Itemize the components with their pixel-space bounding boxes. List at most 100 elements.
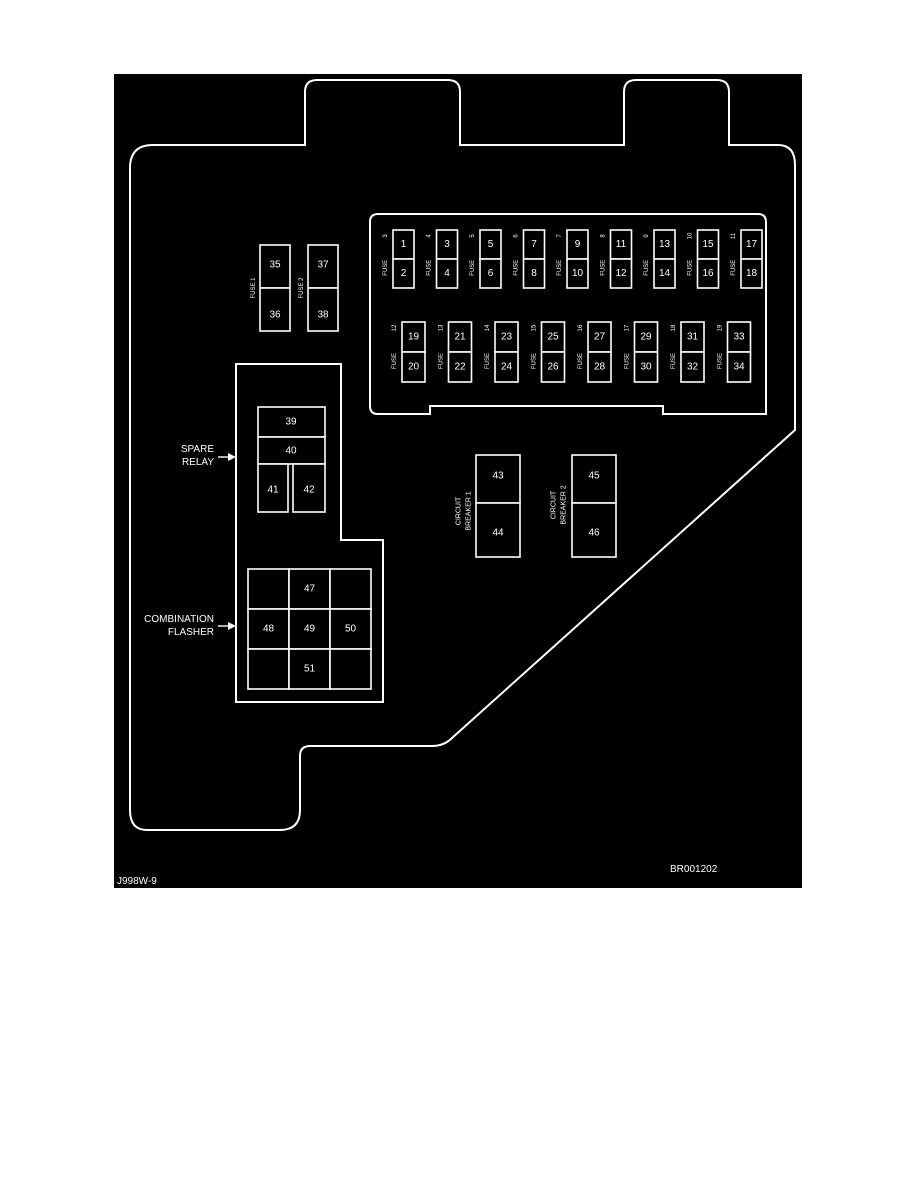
fuse-bottom-cell bbox=[435, 258, 459, 289]
fuse-bottom-number: 8 bbox=[531, 268, 537, 279]
fuse-row-1: 123FUSE344FUSE565FUSE786FUSE9107FUSE1112… bbox=[383, 229, 763, 289]
fuse-position-number: 16 bbox=[578, 324, 584, 331]
fuse-position-number: 9 bbox=[644, 234, 650, 238]
fuse-bottom-number: 12 bbox=[615, 268, 627, 279]
fuse-bottom-number: 20 bbox=[408, 362, 420, 373]
fuse-position-number: 17 bbox=[625, 324, 631, 331]
fuse-label: FUSE bbox=[644, 260, 650, 276]
fuse-position-number: 6 bbox=[514, 234, 520, 238]
fuse-top-number: 7 bbox=[531, 239, 537, 250]
fuse-unit-bottom-cell bbox=[307, 287, 339, 332]
flasher-grid-cell bbox=[288, 568, 331, 610]
relay-module-outline bbox=[235, 363, 384, 703]
fuse-bottom-cell bbox=[479, 258, 502, 289]
fuse-label: FUSE bbox=[671, 353, 677, 369]
fuse-label: FUSE bbox=[392, 353, 398, 369]
fuse-bottom-cell bbox=[726, 351, 752, 383]
fuse-top-number: 25 bbox=[547, 332, 559, 343]
fuse-bottom-number: 24 bbox=[501, 362, 513, 373]
fuse-position-number: 11 bbox=[731, 232, 737, 239]
fuse-bottom-cell bbox=[447, 351, 473, 383]
fuse-label: FUSE bbox=[383, 260, 389, 276]
fuse-label: FUSE bbox=[439, 353, 445, 369]
svg-text:CIRCUIT: CIRCUIT bbox=[456, 496, 463, 525]
fuse-position-number: 14 bbox=[485, 324, 491, 331]
fuse-label: FUSE bbox=[557, 260, 563, 276]
fuse-bottom-cell bbox=[633, 351, 659, 383]
fuse-bottom-number: 10 bbox=[572, 268, 584, 279]
flasher-number-47: 47 bbox=[304, 584, 316, 595]
fuse-top-number: 19 bbox=[408, 332, 420, 343]
fuse-position-number: 8 bbox=[601, 234, 607, 238]
fuse-position-number: 15 bbox=[532, 324, 538, 331]
fuse-position-number: 19 bbox=[718, 324, 724, 331]
breaker-bottom-number: 44 bbox=[492, 528, 504, 539]
fuse-top-number: 1 bbox=[401, 239, 407, 250]
fuse-bottom-cell bbox=[587, 351, 612, 383]
breaker-top-number: 45 bbox=[588, 471, 600, 482]
fuse-bottom-cell bbox=[696, 258, 720, 289]
fuse-top-number: 29 bbox=[640, 332, 652, 343]
fuse-unit-bottom-cell bbox=[259, 287, 291, 332]
figure-code-right: BR001202 bbox=[670, 864, 718, 875]
fuse-bottom-cell bbox=[401, 351, 426, 383]
fuse-unit-bottom-number: 38 bbox=[317, 310, 329, 321]
relay-cell-42 bbox=[292, 463, 326, 513]
fuse-position-number: 12 bbox=[392, 324, 398, 331]
fuse-top-number: 33 bbox=[733, 332, 745, 343]
fuse-bottom-number: 32 bbox=[687, 362, 699, 373]
fuse-bottom-number: 34 bbox=[733, 362, 745, 373]
fuse-label: FUSE bbox=[470, 260, 476, 276]
svg-text:BREAKER 1: BREAKER 1 bbox=[466, 491, 473, 530]
fuse-top-number: 31 bbox=[687, 332, 699, 343]
fuse-top-number: 9 bbox=[575, 239, 581, 250]
flasher-number-49: 49 bbox=[304, 624, 316, 635]
fuse-bottom-cell bbox=[494, 351, 519, 383]
fuse-label: FUSE bbox=[427, 260, 433, 276]
breaker-top-cell bbox=[475, 454, 521, 504]
fuse-bottom-number: 22 bbox=[454, 362, 466, 373]
fuse-top-number: 23 bbox=[501, 332, 513, 343]
circuit-breaker-2-label: CIRCUIT BREAKER 2 bbox=[551, 485, 568, 524]
relay-number-42: 42 bbox=[303, 485, 315, 496]
figure-code-left: J998W-9 bbox=[117, 876, 157, 887]
fuse-unit-top-cell bbox=[307, 244, 339, 289]
relay-number-39: 39 bbox=[285, 417, 297, 428]
fuse-block-outline bbox=[369, 213, 767, 415]
fuse-unit-label: FUSE 1 bbox=[251, 277, 257, 299]
fuse-bottom-cell bbox=[740, 258, 763, 289]
fuse-position-number: 13 bbox=[439, 324, 445, 331]
fuse-bottom-cell bbox=[392, 258, 415, 289]
fuse-top-number: 21 bbox=[454, 332, 466, 343]
fuse-bottom-cell bbox=[566, 258, 589, 289]
flasher-grid-cell bbox=[329, 648, 372, 690]
fuse-bottom-number: 2 bbox=[401, 268, 407, 279]
circuit-breaker-1-label: CIRCUIT BREAKER 1 bbox=[456, 491, 473, 530]
breaker-bottom-cell bbox=[571, 502, 617, 558]
fuse-bottom-cell bbox=[540, 351, 566, 383]
fuse-unit-label: FUSE 2 bbox=[299, 277, 305, 299]
breaker-top-number: 43 bbox=[492, 471, 504, 482]
flasher-number-51: 51 bbox=[304, 664, 316, 675]
fuse-bottom-number: 30 bbox=[640, 362, 652, 373]
flasher-number-48: 48 bbox=[263, 624, 275, 635]
relay-number-40: 40 bbox=[285, 446, 297, 457]
fuse-unit-bottom-number: 36 bbox=[269, 310, 281, 321]
spare-relay-arrow-icon bbox=[218, 453, 236, 461]
diagram-background bbox=[114, 74, 802, 888]
spare-relay-label-line2: RELAY bbox=[182, 457, 214, 468]
combination-flasher-label-line1: COMBINATION bbox=[144, 614, 214, 625]
fuse-top-number: 27 bbox=[594, 332, 606, 343]
fuse-bottom-number: 28 bbox=[594, 362, 606, 373]
flasher-grid-cell bbox=[329, 608, 372, 650]
fuse-bottom-cell bbox=[609, 258, 633, 289]
relay-cell-40 bbox=[257, 436, 326, 465]
combination-flasher-arrow-icon bbox=[218, 622, 236, 630]
fuse-bottom-number: 6 bbox=[488, 268, 494, 279]
fuse-row-2: 192012FUSE212213FUSE232414FUSE252615FUSE… bbox=[392, 321, 752, 383]
fuse-top-number: 5 bbox=[488, 239, 494, 250]
fuse-bottom-cell bbox=[522, 258, 546, 289]
